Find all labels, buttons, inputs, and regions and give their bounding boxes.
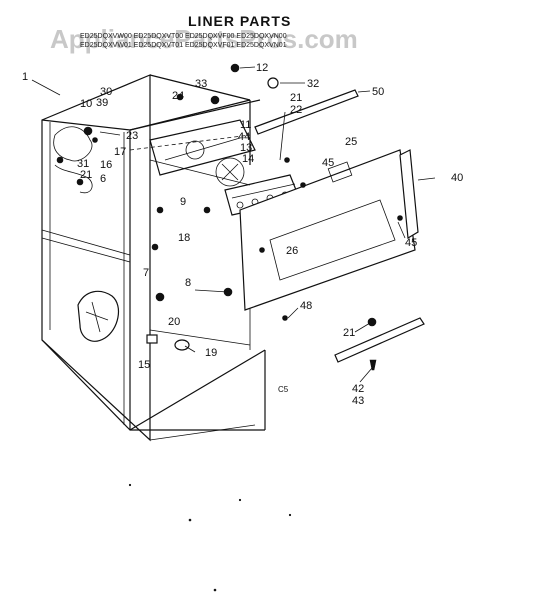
callout-39: 39: [96, 97, 108, 109]
watermark: AppliancePartsPros.com: [50, 24, 358, 54]
bottom-rail-42: [334, 317, 425, 371]
callout-50: 50: [372, 86, 384, 98]
callout-32: 32: [307, 78, 319, 90]
callout-21-left: 21: [80, 169, 92, 181]
callout-19: 19: [205, 347, 217, 359]
scan-specks: [128, 483, 292, 592]
callout-14: 14: [242, 153, 254, 165]
callout-25: 25: [345, 136, 357, 148]
callout-23: 23: [126, 130, 138, 142]
callout-18: 18: [178, 232, 190, 244]
callout-22: 22: [290, 104, 302, 116]
callout-9: 9: [180, 196, 186, 208]
evaporator-cover: [149, 119, 256, 187]
callout-31: 31: [77, 158, 89, 170]
callout-8: 8: [185, 277, 191, 289]
callout-26: 26: [286, 245, 298, 257]
callout-44: 44: [238, 131, 250, 143]
callout-16: 16: [100, 159, 112, 171]
callout-6: 6: [100, 173, 106, 185]
callout-21-bottom: 21: [343, 327, 355, 339]
callout-20: 20: [168, 316, 180, 328]
callout-11: 11: [240, 119, 251, 131]
callout-13: 13: [240, 142, 252, 154]
callout-42: 42: [352, 383, 364, 395]
callout-10: 10: [80, 98, 92, 110]
callout-1: 1: [22, 71, 28, 83]
harness-cluster: [53, 126, 98, 194]
callout-7: 7: [143, 267, 149, 279]
callout-45-top: 45: [322, 157, 334, 169]
callout-40: 40: [451, 172, 463, 184]
callouts: 1 12 30 10 39 24 33 32 50 23 11 44 13 14…: [22, 62, 463, 407]
small-fasteners: [146, 63, 403, 351]
callout-17: 17: [114, 146, 126, 158]
page-code: C5: [278, 385, 289, 394]
callout-48: 48: [300, 300, 312, 312]
callout-12: 12: [256, 62, 268, 74]
model-line-2: ED25DQXVW01 ED25DQXVT01 ED25DQXVF01 ED25…: [80, 42, 287, 49]
side-trim-40: [399, 149, 419, 240]
callout-21-top: 21: [290, 92, 302, 104]
callout-45-right: 45: [405, 237, 417, 249]
liner-cabinet: [41, 74, 266, 442]
callout-24: 24: [172, 90, 184, 102]
callout-33: 33: [195, 78, 207, 90]
diagram-title: LINER PARTS: [188, 13, 291, 29]
callout-15: 15: [138, 359, 150, 371]
rail-part-50: [254, 89, 359, 135]
model-line-1: ED25DQXVW00 ED25DQXVT00 ED25DQXVF00 ED25…: [80, 33, 287, 40]
callout-30: 30: [100, 86, 112, 98]
callout-43: 43: [352, 395, 364, 407]
control-panel-25: [239, 149, 416, 311]
leader-lines: [31, 66, 436, 383]
